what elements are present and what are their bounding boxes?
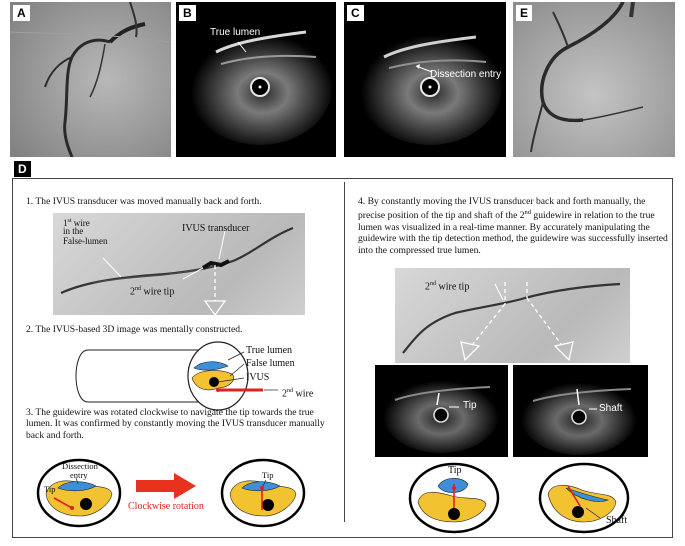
bottom-tip-label: Tip (448, 465, 462, 476)
panel-label: E (516, 5, 533, 21)
panel-label: B (179, 5, 196, 21)
panel-label: A (13, 5, 30, 21)
false-lumen-label: False lumen (246, 358, 295, 369)
second-wire-label: 2nd wire (282, 388, 314, 400)
ivus-shaft-label: Shaft (599, 403, 623, 414)
step-2-text: 2. The IVUS-based 3D image was mentally … (26, 324, 243, 335)
true-lumen-label: True lumen (246, 345, 293, 356)
dissection-entry-label: Dissection entry (430, 69, 502, 80)
divider (344, 182, 345, 522)
dissection-entry-label-2: entry (70, 470, 88, 480)
step-3-after-diagram (220, 458, 306, 528)
panel-e-angiogram: E (513, 2, 675, 157)
tip-label-before: Tip (44, 484, 56, 494)
ivus-tip-label: Tip (463, 400, 477, 411)
ivus-label: IVUS (246, 372, 270, 383)
panel-a-angiogram: A (10, 2, 171, 157)
first-wire-label-line2: in the (63, 226, 84, 236)
wire-tip-label-right: 2nd wire tip (425, 281, 470, 293)
ivus-c-image (344, 2, 506, 157)
step-4-ivus-tip (375, 365, 508, 457)
step-3-text: 3. The guidewire was rotated clockwise t… (26, 407, 325, 441)
panel-c-ivus: C Dissection entry (344, 2, 506, 157)
panel-d-box (12, 178, 673, 538)
step-1-text: 1. The IVUS transducer was moved manuall… (26, 196, 262, 207)
second-wire-tip-label: 2nd wire tip (130, 286, 175, 298)
clockwise-arrow (136, 473, 196, 499)
tip-label-after: Tip (262, 470, 274, 480)
ivus-transducer-label: IVUS transducer (182, 223, 250, 234)
step-4-fluoro-image (395, 268, 630, 363)
angiogram-a-image (10, 2, 171, 157)
panel-d-label: D (14, 161, 31, 177)
first-wire-label-line3: False-lumen (63, 236, 108, 246)
step-4-tip-diagram (408, 462, 500, 534)
bottom-shaft-label: Shaft (606, 515, 628, 526)
dissection-entry-label-1: Dissection (62, 461, 98, 471)
step-3-before-diagram (36, 458, 122, 528)
true-lumen-label: True lumen (210, 27, 261, 38)
panel-b-ivus: B True lumen (176, 2, 336, 157)
step-1-fluoro-image (53, 213, 305, 315)
step-2-3d-diagram (75, 341, 278, 411)
clockwise-rotation-label: Clockwise rotation (128, 501, 204, 512)
ivus-b-image (176, 2, 336, 157)
step-4-shaft-diagram (538, 462, 630, 534)
panel-label: C (347, 5, 364, 21)
first-wire-label: 1st wire (63, 218, 90, 228)
angiogram-e-image (513, 2, 675, 157)
step-4-text: 4. By constantly moving the IVUS transdu… (358, 196, 668, 256)
step-4-ivus-shaft (513, 365, 648, 457)
